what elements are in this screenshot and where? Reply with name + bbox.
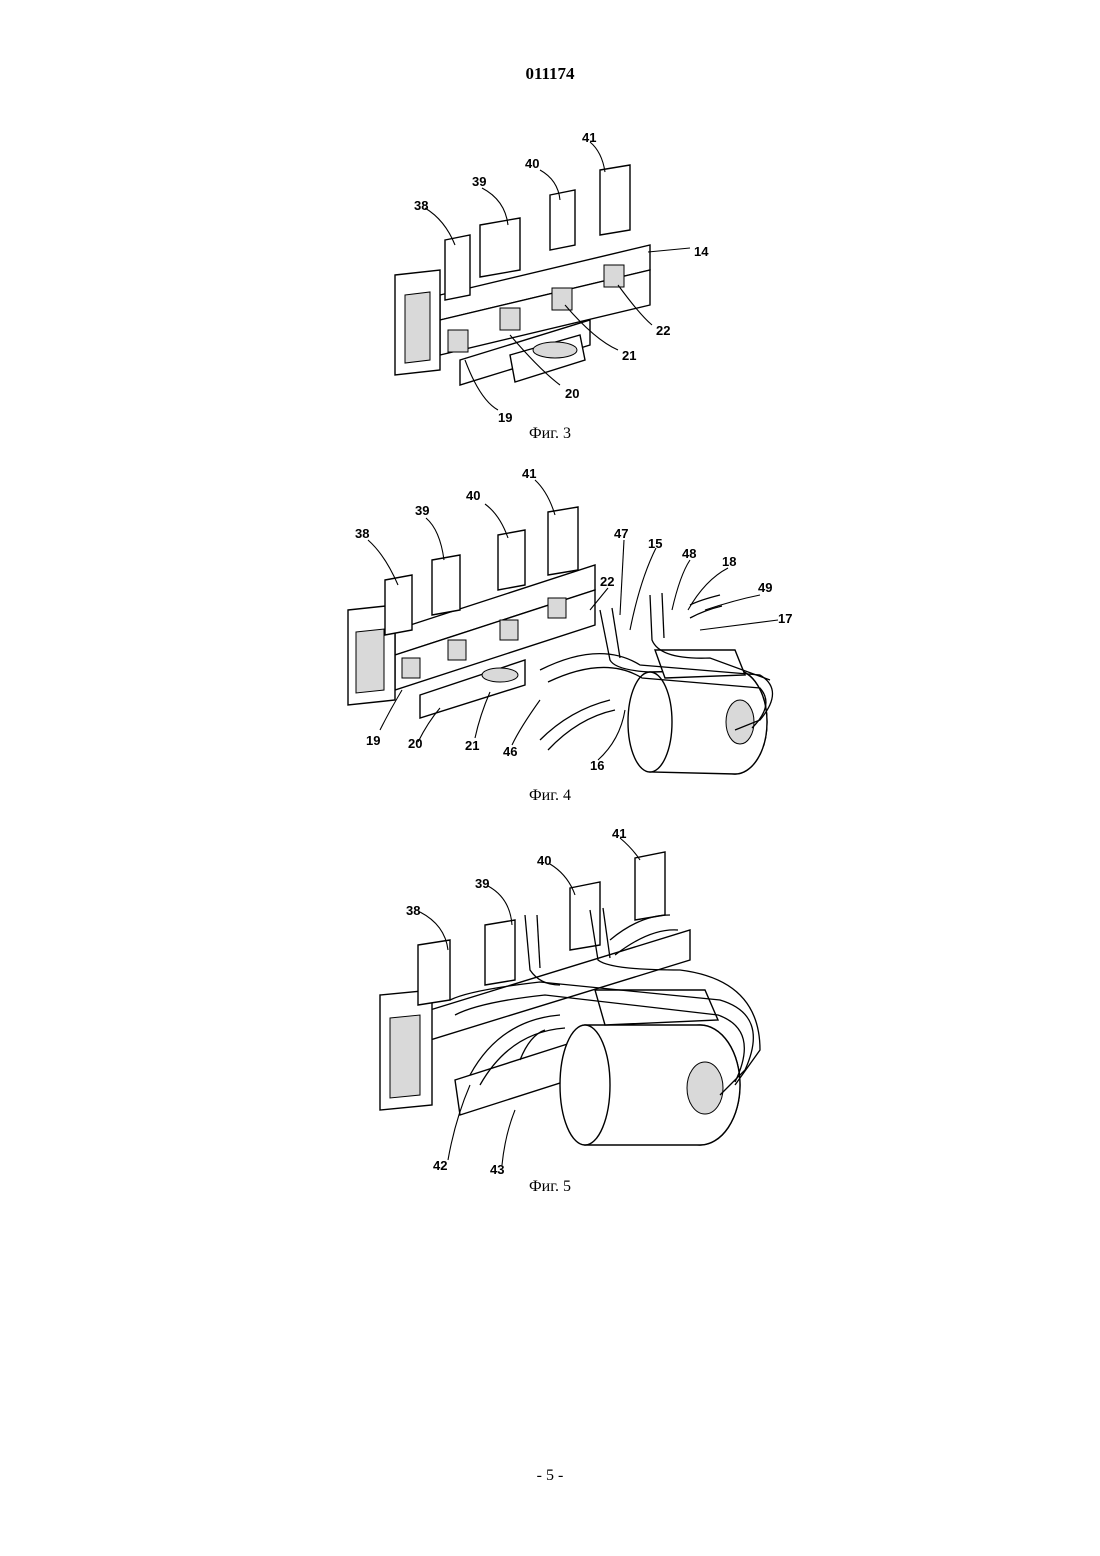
figure-5: 38 39 40 41 42 43 Фиг. 5: [0, 820, 1100, 1205]
fig5-label-43: 43: [490, 1162, 504, 1177]
fig4-label-22: 22: [600, 574, 614, 589]
fig4-label-15: 15: [648, 536, 662, 551]
figure-4-caption: Фиг. 4: [0, 787, 1100, 805]
figure-5-caption: Фиг. 5: [0, 1178, 1100, 1196]
figure-3-drawing: 38 39 40 41 14 22 21 20 19: [0, 120, 1100, 450]
fig5-label-41: 41: [612, 826, 626, 841]
fig4-label-49: 49: [758, 580, 772, 595]
figure-5-drawing: 38 39 40 41 42 43: [0, 820, 1100, 1205]
figure-4-drawing: 38 39 40 41 47 15 48 18 49 22 17 19 20 2…: [0, 460, 1100, 810]
fig4-label-46: 46: [503, 744, 517, 759]
fig3-label-39: 39: [472, 174, 486, 189]
fig5-label-42: 42: [433, 1158, 447, 1173]
fig3-label-21: 21: [622, 348, 636, 363]
fig4-label-19: 19: [366, 733, 380, 748]
fig3-label-20: 20: [565, 386, 579, 401]
fig3-label-22: 22: [656, 323, 670, 338]
fig3-label-19: 19: [498, 410, 512, 425]
fig5-label-38: 38: [406, 903, 420, 918]
fig4-label-40: 40: [466, 488, 480, 503]
figure-3-caption: Фиг. 3: [0, 425, 1100, 443]
document-number: 011174: [0, 64, 1100, 84]
fig4-label-21: 21: [465, 738, 479, 753]
fig4-label-17: 17: [778, 611, 792, 626]
fig5-label-39: 39: [475, 876, 489, 891]
fig4-label-41: 41: [522, 466, 536, 481]
fig5-label-40: 40: [537, 853, 551, 868]
fig4-label-38: 38: [355, 526, 369, 541]
fig4-label-18: 18: [722, 554, 736, 569]
fig4-label-20: 20: [408, 736, 422, 751]
page-number: - 5 -: [0, 1467, 1100, 1485]
fig3-label-41: 41: [582, 130, 596, 145]
figure-4: 38 39 40 41 47 15 48 18 49 22 17 19 20 2…: [0, 460, 1100, 810]
fig4-label-47: 47: [614, 526, 628, 541]
fig3-label-38: 38: [414, 198, 428, 213]
fig4-label-16: 16: [590, 758, 604, 773]
fig3-label-14: 14: [694, 244, 709, 259]
fig4-label-39: 39: [415, 503, 429, 518]
fig3-label-40: 40: [525, 156, 539, 171]
fig4-label-48: 48: [682, 546, 696, 561]
figure-3: 38 39 40 41 14 22 21 20 19 Фиг. 3: [0, 120, 1100, 450]
